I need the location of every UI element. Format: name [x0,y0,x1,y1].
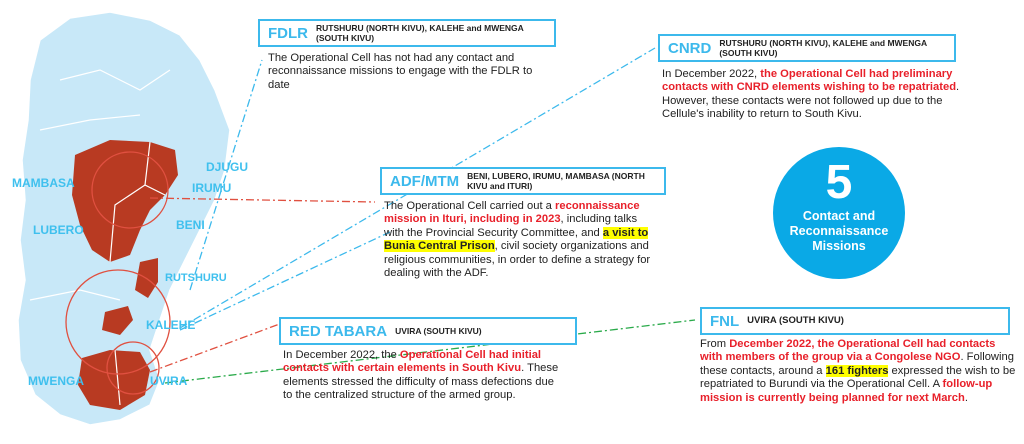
map-label-irumu: IRUMU [192,181,232,195]
fdlr-location: RUTSHURU (NORTH KIVU), KALEHE and MWENGA… [316,23,524,43]
adf-location: BENI, LUBERO, IRUMU, MAMBASA (NORTH KIVU… [467,171,645,191]
region-map [17,11,231,426]
fnl-location: UVIRA (SOUTH KIVU) [747,315,844,326]
map-label-uvira: UVIRA [150,374,188,388]
map-label-mambasa: MAMBASA [12,176,75,190]
fdlr-header: FDLR RUTSHURU (NORTH KIVU), KALEHE and M… [258,19,556,47]
cnrd-code: CNRD [668,39,712,57]
map-label-djugu: DJUGU [206,160,249,174]
missions-count-badge: 5 Contact and Reconnaissance Missions [773,147,905,279]
fdlr-code: FDLR [268,24,308,42]
adf-code: ADF/MTM [390,172,460,190]
redtabara-code: RED TABARA [289,322,388,340]
fnl-code: FNL [710,312,740,330]
map-label-rutshuru: RUTSHURU [165,272,227,284]
redtabara-header: RED TABARA UVIRA (SOUTH KIVU) [279,317,577,345]
missions-count: 5 [825,156,853,209]
cnrd-location: RUTSHURU (NORTH KIVU), KALEHE and MWENGA… [719,38,927,58]
map-label-beni: BENI [176,218,205,232]
map-label-mwenga: MWENGA [28,374,84,388]
cnrd-header: CNRD RUTSHURU (NORTH KIVU), KALEHE and M… [658,34,956,62]
map-label-kalehe: KALEHE [146,318,196,332]
adf-description: The Operational Cell carried out a recon… [384,200,651,280]
adf-header: ADF/MTM BENI, LUBERO, IRUMU, MAMBASA (NO… [380,167,666,195]
fdlr-description: The Operational Cell has not had any con… [268,52,533,91]
map-label-lubero: LUBERO [33,223,84,237]
fnl-description: From December 2022, the Operational Cell… [700,338,1016,404]
region-kalehe [102,306,133,335]
missions-count-label: Contact and Reconnaissance Missions [789,209,889,253]
redtabara-description: In December 2022, the Operational Cell h… [283,349,559,402]
redtabara-location: UVIRA (SOUTH KIVU) [395,326,482,336]
cnrd-description: In December 2022, the Operational Cell h… [662,68,960,121]
region-ituri-north-kivu [72,140,178,262]
region-mwenga-uvira [78,350,150,410]
fnl-header: FNL UVIRA (SOUTH KIVU) [700,307,1010,335]
